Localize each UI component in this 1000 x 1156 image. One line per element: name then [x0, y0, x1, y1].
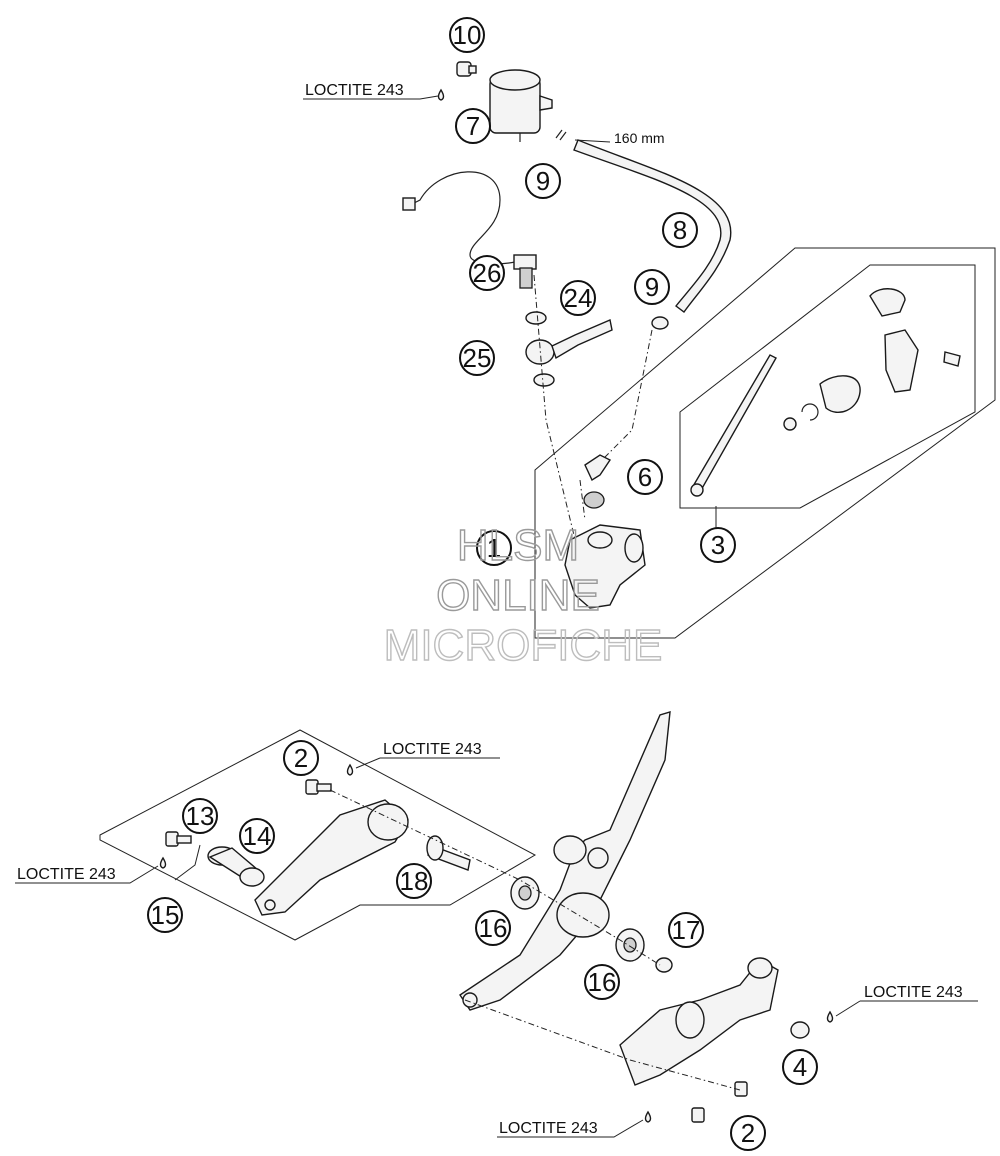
loctite-drop-icon	[159, 856, 167, 869]
loctite-leader	[835, 1000, 978, 1017]
loctite-drop-icon	[437, 88, 445, 101]
bearing-lower-part	[615, 928, 645, 962]
loctite-leader	[497, 1119, 644, 1138]
loctite-drop-icon	[644, 1110, 652, 1123]
pushrod-group-outline	[679, 264, 976, 509]
hose-clamp-top	[555, 129, 567, 141]
callout-2-top[interactable]: 2	[283, 740, 319, 776]
svg-text:9: 9	[536, 166, 550, 196]
washer-part	[655, 957, 673, 973]
callout-9-top[interactable]: 9	[525, 163, 561, 199]
hose-length-label: 160 mm	[614, 130, 665, 146]
svg-text:17: 17	[672, 915, 701, 945]
loctite-drop-icon	[826, 1010, 834, 1023]
loctite-label-bottom: LOCTITE 243	[499, 1120, 598, 1137]
callout-16-upper[interactable]: 16	[475, 910, 511, 946]
axis-line-hose	[591, 329, 653, 471]
callout-7[interactable]: 7	[455, 108, 491, 144]
svg-text:16: 16	[479, 913, 508, 943]
hose-fitting-part	[583, 454, 612, 509]
loctite-leader	[355, 757, 500, 769]
svg-text:7: 7	[466, 111, 480, 141]
svg-text:10: 10	[453, 20, 482, 50]
banjo-fitting-part	[525, 311, 613, 387]
svg-text:25: 25	[463, 343, 492, 373]
loctite-label-footpeg: LOCTITE 243	[17, 866, 116, 883]
loctite-drop-icon	[346, 763, 354, 776]
callout-15[interactable]: 15	[147, 897, 183, 933]
callout-24[interactable]: 24	[560, 280, 596, 316]
loctite-leader	[303, 95, 439, 100]
callout-17[interactable]: 17	[668, 912, 704, 948]
svg-text:9: 9	[645, 272, 659, 302]
pushrod-assembly-part	[690, 288, 961, 497]
footpeg-bolt-part	[165, 831, 192, 847]
callout-26[interactable]: 26	[469, 255, 505, 291]
callout-14[interactable]: 14	[239, 818, 275, 854]
pedal-bolt-part	[305, 779, 332, 795]
svg-text:14: 14	[243, 821, 272, 851]
callout-6[interactable]: 6	[627, 459, 663, 495]
callout-leader	[174, 844, 201, 881]
hose-clamp-bottom	[651, 316, 669, 330]
loctite-label-top: LOCTITE 243	[305, 82, 404, 99]
callout-18[interactable]: 18	[396, 863, 432, 899]
svg-text:6: 6	[638, 462, 652, 492]
footpeg-bracket-part	[459, 711, 671, 1011]
footpeg-rubber-part	[207, 846, 265, 887]
cylinder-group-outline	[534, 247, 996, 639]
pedal-group-outline	[99, 729, 537, 941]
pedal-pivot-pin-part	[426, 835, 471, 871]
svg-text:2: 2	[294, 743, 308, 773]
rear-master-cylinder-part	[619, 957, 779, 1086]
svg-text:24: 24	[564, 283, 593, 313]
callout-13[interactable]: 13	[182, 798, 218, 834]
callout-10[interactable]: 10	[449, 17, 485, 53]
callout-25[interactable]: 25	[459, 340, 495, 376]
svg-text:15: 15	[151, 900, 180, 930]
axis-line-bolts	[464, 999, 741, 1091]
axis-line-switch	[533, 274, 581, 561]
watermark-line-2: ONLINE	[436, 571, 600, 620]
reservoir-part	[489, 69, 553, 142]
callout-2-bottom[interactable]: 2	[730, 1115, 766, 1151]
loctite-label-pedal-bolt: LOCTITE 243	[383, 741, 482, 758]
watermark-line-3: MICROFICHE	[384, 621, 663, 670]
svg-text:1: 1	[487, 533, 501, 563]
svg-text:3: 3	[711, 530, 725, 560]
callout-4[interactable]: 4	[782, 1049, 818, 1085]
loctite-leader	[15, 865, 159, 884]
svg-text:13: 13	[186, 801, 215, 831]
svg-text:26: 26	[473, 258, 502, 288]
nut-part	[790, 1021, 810, 1039]
callout-8[interactable]: 8	[662, 212, 698, 248]
bottom-bolts-part	[691, 1081, 748, 1123]
master-cylinder-part	[564, 524, 646, 609]
loctite-label-nut: LOCTITE 243	[864, 984, 963, 1001]
callout-16-lower[interactable]: 16	[584, 964, 620, 1000]
svg-text:4: 4	[793, 1052, 807, 1082]
callout-9-bottom[interactable]: 9	[634, 269, 670, 305]
svg-text:16: 16	[588, 967, 617, 997]
svg-text:18: 18	[400, 866, 429, 896]
bearing-upper-part	[510, 876, 540, 910]
svg-text:8: 8	[673, 215, 687, 245]
watermark-line-1: HLSM	[457, 521, 579, 570]
svg-text:2: 2	[741, 1118, 755, 1148]
brake-pedal-part	[254, 799, 409, 916]
callout-3[interactable]: 3	[700, 527, 736, 563]
reservoir-screw-part	[456, 61, 477, 77]
callout-1[interactable]: 1	[476, 530, 512, 566]
dimension-leader	[574, 139, 611, 143]
brake-hose	[573, 139, 732, 313]
